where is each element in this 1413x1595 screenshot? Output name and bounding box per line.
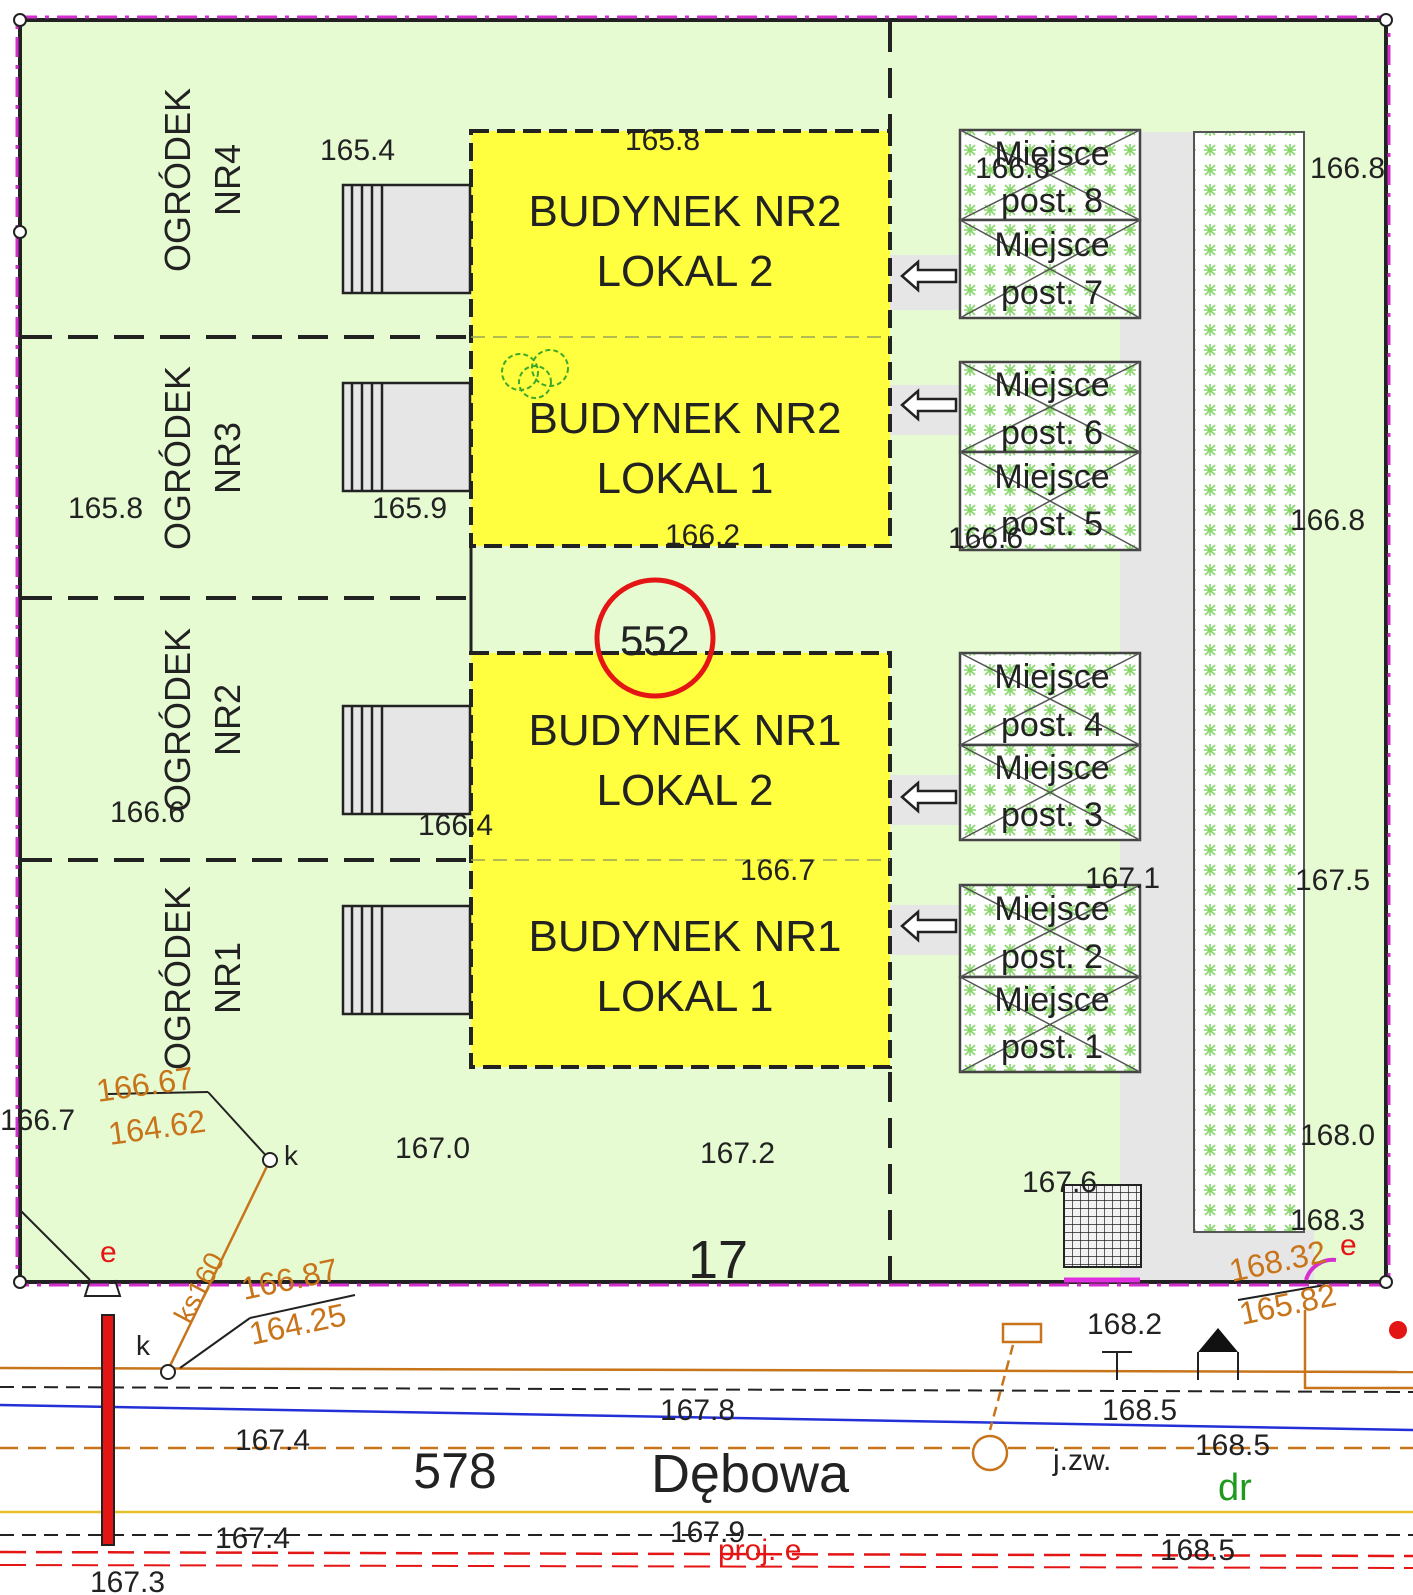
garden-number: NR3 [207,422,248,494]
building-label: BUDYNEK NR1 [529,912,842,961]
elevation-label: 167.6 [1022,1166,1097,1199]
elevation-label: 166.6 [948,522,1023,555]
tree-symbol [501,349,569,399]
garden-label: OGRÓDEK [157,366,198,550]
road-post [101,1314,115,1546]
neighbor-parcel-number: 17 [688,1230,748,1290]
road-parcel-number: 578 [413,1443,496,1499]
road-lines [0,1366,1413,1569]
elevation-label: 166.8 [1310,152,1385,185]
elevation-label: 167.5 [1295,864,1370,897]
building-2 [469,129,892,548]
elevation-label: 168.5 [1195,1429,1270,1462]
elevation-label: 167.2 [700,1137,775,1170]
parking-number: post. 6 [1001,414,1103,452]
building-label: BUDYNEK NR1 [529,706,842,755]
elevation-label: 167.4 [235,1424,310,1457]
hydrant-box [1001,1322,1043,1344]
elevation-label: 166.8 [1290,504,1365,537]
elevation-label: 167.0 [395,1132,470,1165]
sewer-well-2 [160,1364,176,1380]
elevation-label: 168.0 [1300,1119,1375,1152]
unit-label: LOKAL 1 [597,454,774,503]
garden-number: NR2 [207,684,248,756]
parking-label: Miejsce [994,458,1109,496]
driveway-bottom [1194,1230,1314,1282]
elevation-label: 167.9 [670,1516,745,1549]
elevation-label: 166.6 [110,796,185,829]
plot-boundary-pink [15,15,1391,1287]
parking-number: post. 4 [1001,706,1103,744]
unit-label: LOKAL 2 [597,766,774,815]
building-label: BUDYNEK NR2 [529,187,842,236]
water-valve [971,1434,1009,1472]
unit-label: LOKAL 2 [597,247,774,296]
terraces [341,183,472,1016]
road-area [0,1282,1413,1595]
parking-label: Miejsce [994,366,1109,404]
elevation-label: 166.7 [0,1104,75,1137]
parking-number: post. 2 [1001,938,1103,976]
parking-number: post. 7 [1001,274,1103,312]
garden-number: NR1 [207,942,248,1014]
sewer-well-mark: k [284,1140,299,1171]
street-name: Dębowa [651,1444,850,1504]
garden-number: NR4 [207,144,248,216]
elevation-label: 167.4 [215,1522,290,1555]
line-e-label: e [1340,1229,1357,1262]
parking-label: Miejsce [994,135,1109,173]
elevation-label: 165.9 [372,492,447,525]
elevation-label: 168.5 [1160,1534,1235,1567]
elevation-label: 166.7 [740,854,815,887]
parking-number: post. 8 [1001,182,1103,220]
line-e-label: e [100,1236,117,1269]
parking-label: Miejsce [994,749,1109,787]
elevation-label: 165.4 [320,134,395,167]
elevation-label: 166.6 [975,152,1050,185]
elevation-label: 166.4 [418,809,493,842]
elevation-label: 165.8 [68,492,143,525]
parking-label: Miejsce [994,658,1109,696]
sewer-lines [166,1159,1413,1431]
elevation-label: 167.1 [1085,862,1160,895]
building-label: BUDYNEK NR2 [529,394,842,443]
annotation-jzw: j.zw. [1052,1444,1111,1477]
garden-label: OGRÓDEK [157,88,198,272]
elevation-label: 165.8 [625,124,700,157]
parking-label: Miejsce [994,890,1109,928]
plot-number: 552 [620,617,690,664]
parking-label: Miejsce [994,981,1109,1019]
parking-label: Miejsce [994,226,1109,264]
elevation-label: 166.2 [665,519,740,552]
parking-number: post. 3 [1001,796,1103,834]
parking-number: post. 5 [1001,505,1103,543]
elevation-label: 168.2 [1087,1308,1162,1341]
garden-dividers [22,22,892,1282]
waste-area [1063,1184,1142,1268]
green-strip [1193,131,1305,1233]
unit-label: LOKAL 1 [597,972,774,1021]
pole-symbol [1198,1328,1238,1352]
elevation-label: 168.5 [1102,1394,1177,1427]
garden-label: OGRÓDEK [157,628,198,812]
sewer-well-1 [262,1152,278,1168]
garden-label: OGRÓDEK [157,886,198,1070]
plot-number-circle [594,577,716,699]
annotation-dr: dr [1218,1467,1252,1509]
parking-number: post. 1 [1001,1028,1103,1066]
elevation-label: 167.8 [660,1394,735,1427]
elevation-label: 167.3 [90,1566,165,1595]
entrance-arrows [900,259,958,943]
elevation-label: 168.3 [1290,1204,1365,1237]
sewer-well-mark: k [136,1330,151,1361]
proj-e-label: proj. e [718,1534,801,1567]
plot-boundary [18,18,1388,1284]
